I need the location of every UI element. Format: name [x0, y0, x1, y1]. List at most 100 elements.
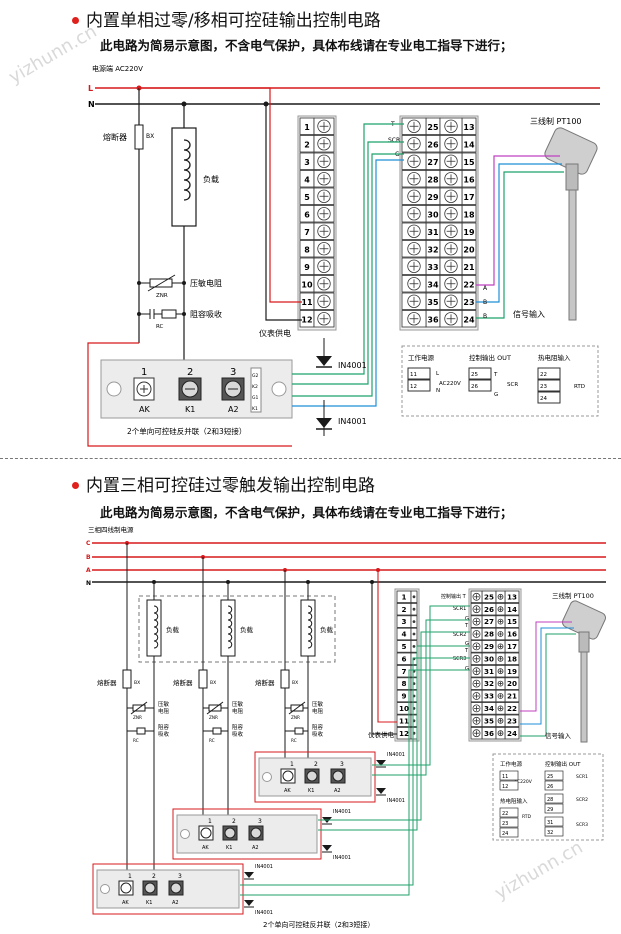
svg-text:31: 31	[427, 228, 439, 237]
load-coil-icon	[307, 605, 313, 649]
rc-snubber	[212, 727, 222, 735]
load-box	[171, 127, 197, 227]
svg-text:22: 22	[540, 372, 547, 378]
svg-text:33: 33	[484, 692, 494, 701]
svg-text:A: A	[86, 567, 91, 574]
diode-2	[316, 418, 332, 428]
svg-text:26: 26	[471, 384, 478, 390]
svg-text:36: 36	[427, 315, 439, 324]
svg-text:IN4001: IN4001	[333, 855, 351, 861]
svg-text:26: 26	[427, 140, 439, 149]
svg-text:3: 3	[178, 873, 182, 880]
wiring-legend	[401, 345, 599, 417]
svg-text:三线制 PT100: 三线制 PT100	[552, 591, 594, 600]
svg-text:12: 12	[399, 729, 409, 738]
svg-text:1: 1	[304, 123, 310, 132]
svg-text:12: 12	[410, 384, 417, 390]
terminal-4: 4	[299, 170, 335, 188]
svg-text:SCR1: SCR1	[576, 774, 588, 780]
terminal-5: 5	[299, 187, 335, 205]
module-num-1: 1	[141, 367, 147, 378]
scr-module	[176, 814, 318, 854]
svg-text:G: G	[465, 666, 469, 672]
section1-note: 此电路为简易示意图，不含电气保护，具体布线请在专业电工指导下进行；	[100, 38, 513, 53]
svg-text:9: 9	[401, 692, 406, 701]
terminal-20: 20	[495, 677, 520, 690]
terminal-32: 32	[401, 240, 441, 258]
terminal-14: 14	[439, 135, 477, 153]
terminal-29: 29	[401, 187, 441, 205]
terminal-16: 16	[439, 170, 477, 188]
svg-text:A: A	[483, 285, 488, 292]
svg-text:工作电源: 工作电源	[500, 760, 523, 768]
svg-text:29: 29	[427, 193, 439, 202]
terminal-25: 25	[470, 590, 497, 604]
svg-text:L: L	[436, 371, 440, 377]
svg-text:20: 20	[463, 245, 475, 254]
module-name-a2: A2	[228, 405, 239, 414]
terminal-16: 16	[495, 627, 520, 641]
terminal-4: 4	[396, 627, 418, 641]
svg-text:IN4001: IN4001	[255, 910, 273, 916]
svg-text:AK: AK	[122, 900, 129, 906]
svg-text:14: 14	[463, 140, 475, 149]
svg-text:RC: RC	[209, 738, 215, 743]
diode1-label: IN4001	[338, 361, 367, 370]
module-caption: 2个单向可控硅反并联（2和3短接）	[127, 426, 246, 436]
varistor-label: 压敏电阻	[190, 278, 222, 288]
terminal-36: 36	[470, 727, 497, 740]
svg-text:26: 26	[547, 784, 553, 790]
terminal-26: 26	[470, 603, 497, 616]
terminal-6: 6	[299, 205, 335, 223]
svg-text:吸收: 吸收	[158, 730, 170, 738]
svg-text:SCR: SCR	[388, 137, 400, 144]
svg-text:19: 19	[507, 667, 517, 676]
svg-text:29: 29	[547, 807, 553, 813]
svg-text:20: 20	[507, 679, 517, 688]
load-label: 负载	[320, 625, 334, 634]
svg-text:2: 2	[401, 605, 406, 614]
svg-text:21: 21	[463, 263, 475, 272]
terminal-19: 19	[439, 222, 477, 240]
svg-text:热电阻输入: 热电阻输入	[538, 353, 571, 362]
svg-text:8: 8	[401, 679, 406, 688]
svg-text:10: 10	[399, 704, 409, 713]
fuse-label: 熔断器	[103, 132, 127, 142]
svg-text:7: 7	[401, 667, 406, 676]
svg-text:22: 22	[507, 704, 517, 713]
diode	[244, 872, 254, 878]
svg-text:K1: K1	[308, 788, 314, 794]
svg-text:16: 16	[507, 630, 517, 639]
svg-text:35: 35	[484, 716, 494, 725]
svg-text:RC: RC	[133, 738, 139, 743]
svg-text:24: 24	[540, 396, 547, 402]
terminal-20: 20	[439, 240, 477, 258]
diode2-label: IN4001	[338, 417, 367, 426]
svg-text:3: 3	[340, 761, 344, 768]
rc-code: RC	[156, 324, 164, 330]
svg-text:ZNR: ZNR	[133, 715, 142, 720]
section2-title: 内置三相可控硅过零触发输出控制电路	[86, 476, 375, 496]
svg-text:7: 7	[304, 228, 310, 237]
svg-text:A2: A2	[172, 900, 179, 906]
svg-text:23: 23	[502, 821, 508, 827]
terminal-25: 25	[401, 117, 441, 135]
terminal-13: 13	[495, 590, 520, 604]
pt100-sensor-icon	[544, 127, 598, 321]
diode	[376, 788, 386, 794]
svg-text:SCR1: SCR1	[453, 606, 466, 612]
load-label: 负载	[166, 625, 180, 634]
svg-text:2: 2	[232, 818, 236, 825]
svg-text:34: 34	[427, 280, 439, 289]
terminal-7: 7	[396, 665, 418, 678]
terminal-24: 24	[439, 310, 477, 328]
svg-text:22: 22	[502, 811, 508, 817]
scr-module	[96, 869, 240, 909]
terminal-17: 17	[439, 187, 477, 205]
svg-text:36: 36	[484, 729, 494, 738]
fuse-code: BX	[146, 133, 154, 140]
fuse	[122, 669, 132, 689]
module-num-3: 3	[230, 367, 236, 378]
instrument-terminals-3ph: 1234567891011122526272829303132333435361…	[394, 588, 522, 742]
